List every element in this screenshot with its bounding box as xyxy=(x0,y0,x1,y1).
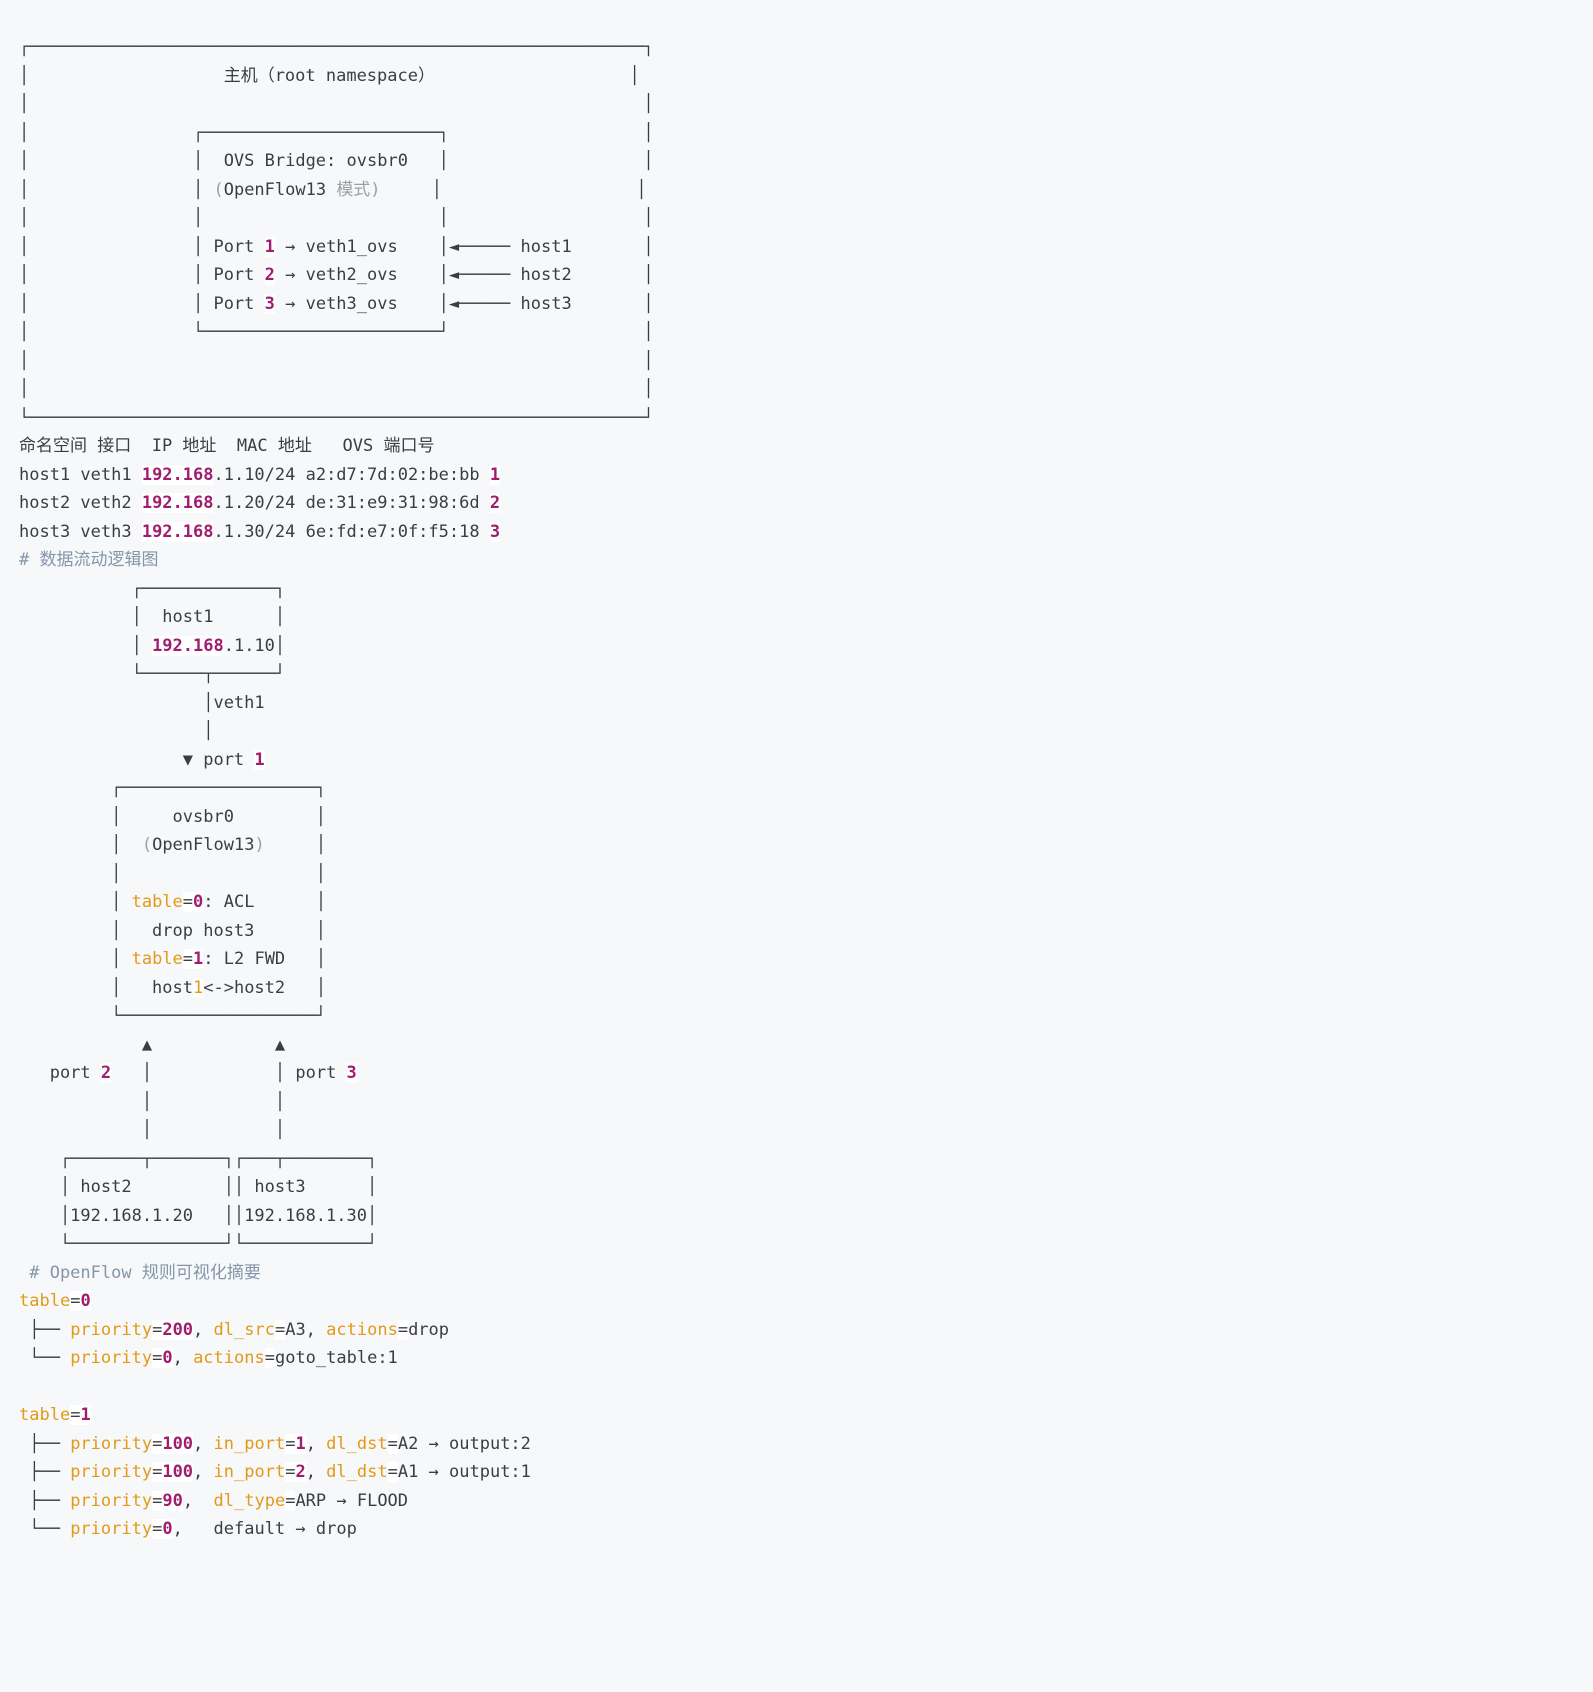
openflow-rules-heading: # OpenFlow 规则可视化摘要 xyxy=(19,1262,261,1283)
host-topology-diagram: ┌───────────────────────────────────────… xyxy=(19,37,654,428)
data-flow-diagram: ┌─────────────┐ │ host1 │ │ 192.168.1.10… xyxy=(19,578,378,1255)
openflow-rules-tree: table=0 ├── priority=200, dl_src=A3, act… xyxy=(19,1291,531,1539)
interface-table: 命名空间 接口 IP 地址 MAC 地址 OVS 端口号 host1 veth1… xyxy=(19,436,501,542)
data-flow-heading: # 数据流动逻辑图 xyxy=(19,550,159,570)
